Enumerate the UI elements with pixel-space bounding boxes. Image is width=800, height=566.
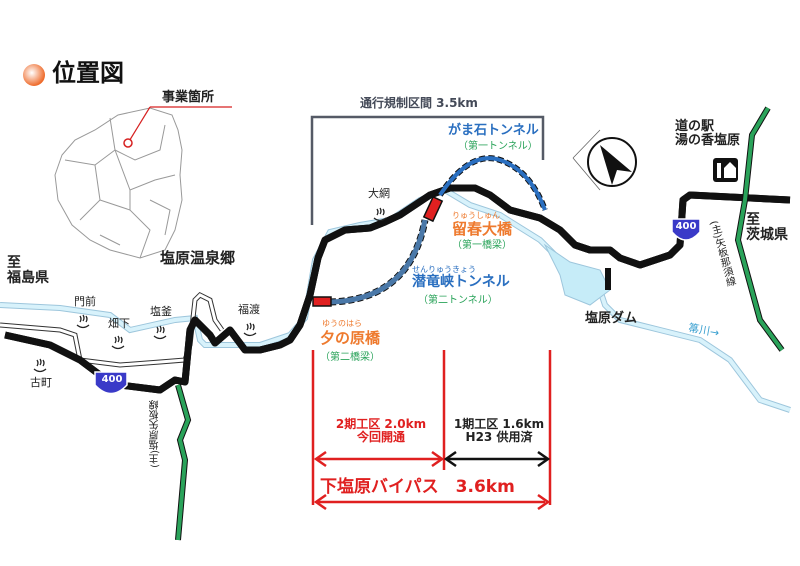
route-400-badge-east: 400: [675, 221, 697, 232]
project-site-marker-icon: [123, 138, 133, 148]
place-kadomae: 門前: [74, 295, 96, 308]
project-site-label: 事業箇所: [162, 90, 215, 105]
route-400-shield-west: [94, 371, 128, 395]
prefecture-inset-map: [54, 107, 183, 259]
page-title: 位置図: [52, 59, 124, 87]
gamaishi-tunnel-sub: （第一トンネル）: [458, 141, 538, 152]
pref-road-west: [176, 384, 191, 541]
michinoeki-label: 道の駅湯の香塩原: [675, 119, 741, 149]
restriction-bracket: [310, 115, 545, 225]
bypass-label: 下塩原バイパス 3.6km: [320, 477, 515, 497]
ryushun-ruby: りゅうしゅん: [452, 211, 500, 220]
pref-road-west-label: (主)塩原矢板線: [150, 400, 161, 468]
ryushun-bridge-icon: [422, 195, 444, 223]
area-label-shiobara-onsen: 塩原温泉郷: [160, 249, 236, 267]
route-400: [5, 184, 790, 394]
to-fukushima-label: 至福島県: [7, 255, 49, 287]
place-oami: 大網: [368, 187, 390, 200]
yunohara-bridge-label: 夕の原橋: [320, 329, 381, 347]
route-400-badge-west: 400: [101, 374, 123, 385]
onsen-icons: [33, 207, 387, 373]
ryushun-bridge-label: 留春大橋: [452, 220, 513, 238]
yunohara-ruby: ゆうのはら: [322, 319, 362, 328]
restriction-label: 通行規制区間 3.5km: [360, 96, 478, 110]
yunohara-bridge-sub: （第二橋梁）: [320, 352, 380, 363]
yunohara-bridge-icon: [312, 296, 332, 307]
ryushun-bridge-sub: （第一橋梁）: [452, 240, 512, 251]
place-furumachi: 古町: [30, 376, 52, 389]
michinoeki-icon: [713, 158, 738, 182]
pref-road-east: [735, 106, 784, 352]
title-bullet-icon: [23, 64, 45, 86]
shiobara-dam-label: 塩原ダム: [585, 311, 638, 326]
to-ibaraki-label: 至茨城県: [746, 212, 788, 244]
dam-icon: [605, 268, 611, 290]
place-fukuwata: 福渡: [238, 303, 260, 316]
route-400-shield-east: [671, 218, 701, 241]
place-shiogama: 塩釜: [150, 305, 172, 318]
senryukyo-tunnel-sub: （第二トンネル）: [418, 295, 498, 306]
senryukyo-tunnel-label: 潜竜峡トンネル: [412, 274, 510, 290]
senryukyo-ruby: せんりゅうきょう: [412, 265, 476, 274]
north-arrow-icon: [572, 129, 637, 191]
gamaishi-tunnel-label: がま石トンネル: [448, 123, 539, 138]
section-markers: [311, 350, 552, 511]
place-hatashita: 畑下: [108, 317, 130, 330]
